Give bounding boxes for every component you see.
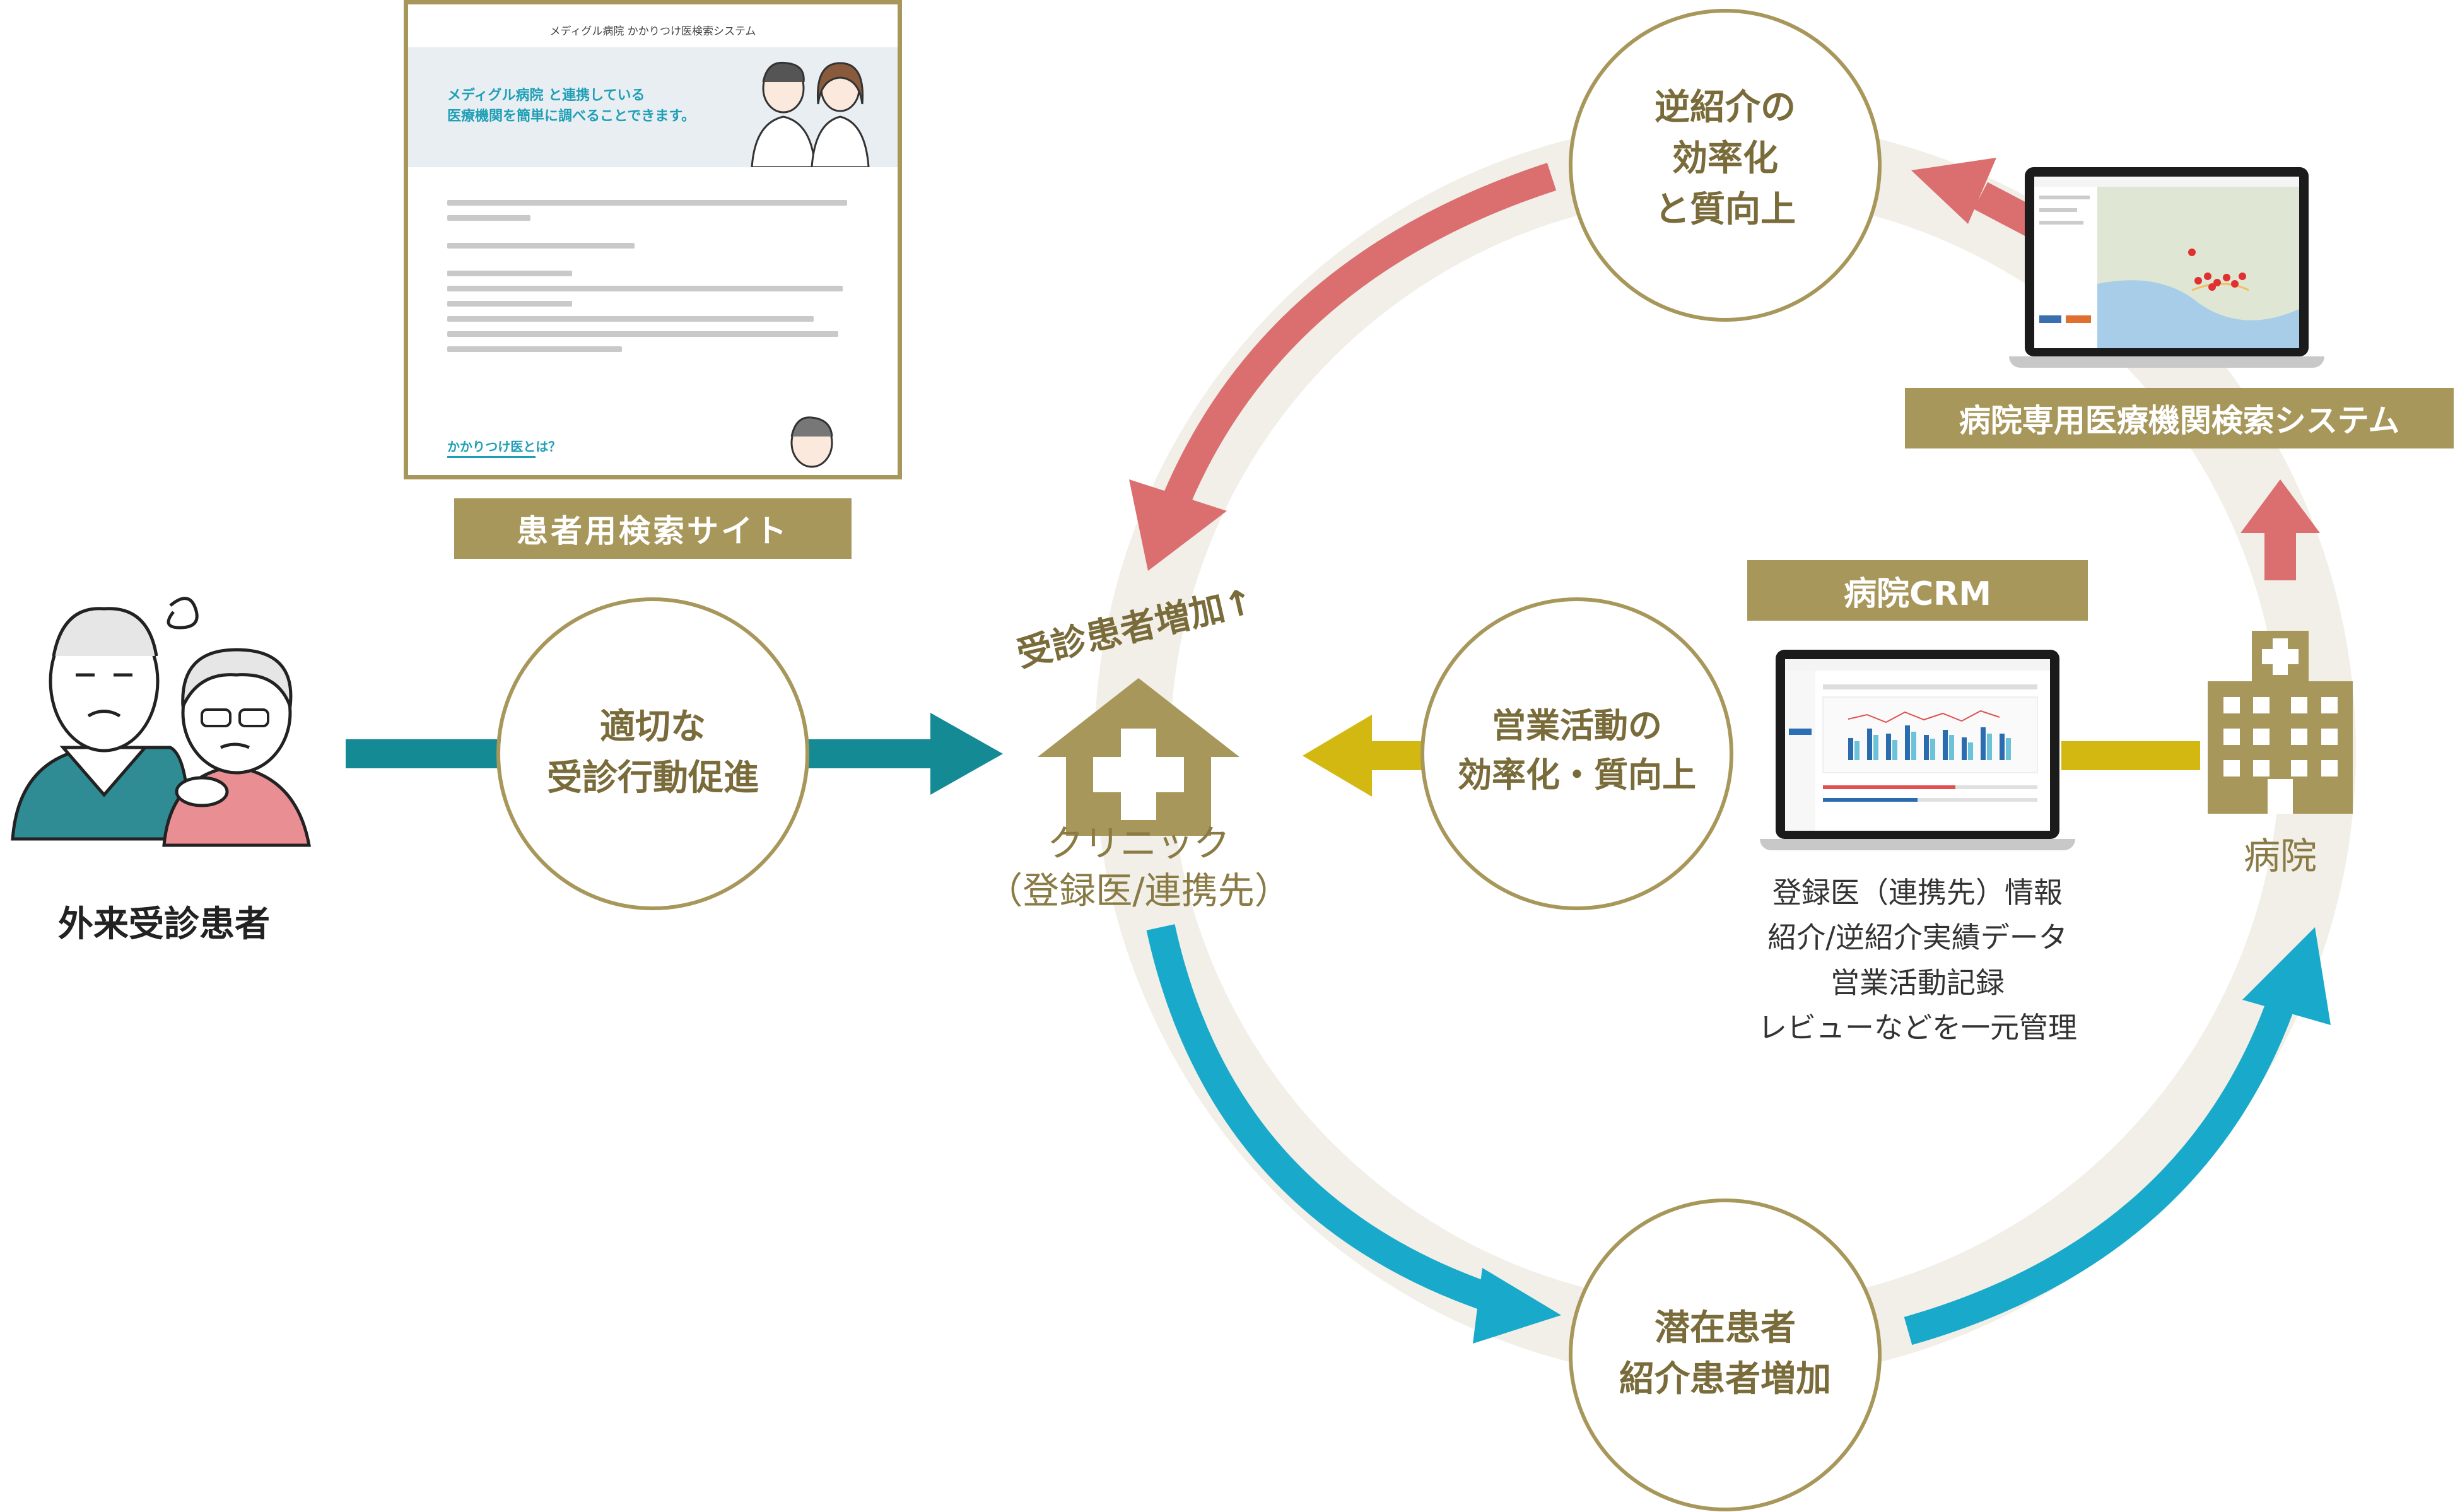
crm-description: 登録医（連携先）情報 紹介/逆紹介実績データ 営業活動記録 レビューなどを一元管…	[1758, 876, 2077, 1045]
node-circle-reverse	[1569, 9, 1882, 322]
crm-laptop-base	[1760, 839, 2075, 850]
arrowhead-clinic-to-potential	[1473, 1268, 1561, 1344]
crm-dashboard-image	[1785, 659, 2050, 831]
site-hero: メディグル病院 と連携している 医療機関を簡単に調べることできます。	[408, 47, 898, 167]
clinic-name: クリニック （登録医/連携先）	[986, 822, 1291, 913]
patient-search-site-label: 患者用検索サイト	[454, 498, 852, 559]
hospital-search-system-label: 病院専用医療機関検索システム	[1905, 388, 2454, 448]
site-subheading-underline	[447, 456, 536, 458]
crm-laptop-display	[1785, 659, 2050, 831]
arrowhead-search-to-reverse	[1911, 158, 1996, 224]
site-title: メディグル病院 かかりつけ医検索システム	[549, 25, 756, 38]
doctor-small-illustration	[790, 416, 833, 468]
arrow-potential-to-hospital	[1904, 992, 2297, 1345]
clinic-house-icon	[1038, 678, 1239, 836]
node-circle-sales	[1420, 597, 1733, 910]
arrowhead-potential-to-hospital	[2242, 927, 2331, 1025]
node-potential-text: 潜在患者 紹介患者増加	[1619, 1308, 1831, 1400]
search-laptop-display	[2034, 177, 2299, 348]
site-hero-line2: 医療機関を簡単に調べることできます。	[447, 108, 696, 124]
arrow-hospital-to-clinic-left	[1362, 741, 1432, 770]
node-sales-text: 営業活動の 効率化・質向上	[1458, 706, 1696, 795]
doctors-illustration	[751, 61, 870, 167]
site-subheading: かかりつけ医とは？	[447, 439, 561, 454]
node-appropriate-text: 適切な 受診行動促進	[547, 706, 759, 799]
node-circle-potential	[1569, 1198, 1882, 1511]
arrowhead-patients-to-clinic	[930, 713, 1003, 795]
outpatients-label: 外来受診患者	[58, 904, 270, 945]
hospital-building-icon	[2208, 631, 2353, 814]
arrow-hospital-to-clinic-right	[2061, 741, 2200, 770]
arrow-clinic-to-potential	[1146, 924, 1518, 1320]
site-hero-text: メディグル病院 と連携している 医療機関を簡単に調べることできます。	[447, 85, 695, 127]
arrow-patients-to-clinic-right	[807, 739, 943, 768]
arrow-hospital-up	[2240, 479, 2320, 580]
crm-label: 病院CRM	[1747, 560, 2088, 621]
arrowhead-hospital-to-clinic	[1303, 715, 1372, 797]
site-body-text-lines	[447, 200, 864, 361]
search-laptop-base	[2009, 356, 2324, 368]
arrowhead-reverse-to-clinic	[1129, 479, 1227, 571]
node-circle-appropriate	[496, 597, 809, 910]
patient-search-site-screenshot: メディグル病院 かかりつけ医検索システム メディグル病院 と連携している 医療機…	[404, 0, 902, 479]
node-reverse-text: 逆紹介の 効率化 と質向上	[1655, 87, 1796, 231]
hospital-label: 病院	[2243, 835, 2317, 877]
arrow-reverse-to-clinic	[1153, 163, 1557, 529]
map-search-image	[2034, 177, 2299, 348]
site-hero-line1: メディグル病院 と連携している	[447, 88, 645, 103]
arrow-patients-to-clinic-left	[346, 739, 497, 768]
patients-illustration	[11, 597, 311, 847]
